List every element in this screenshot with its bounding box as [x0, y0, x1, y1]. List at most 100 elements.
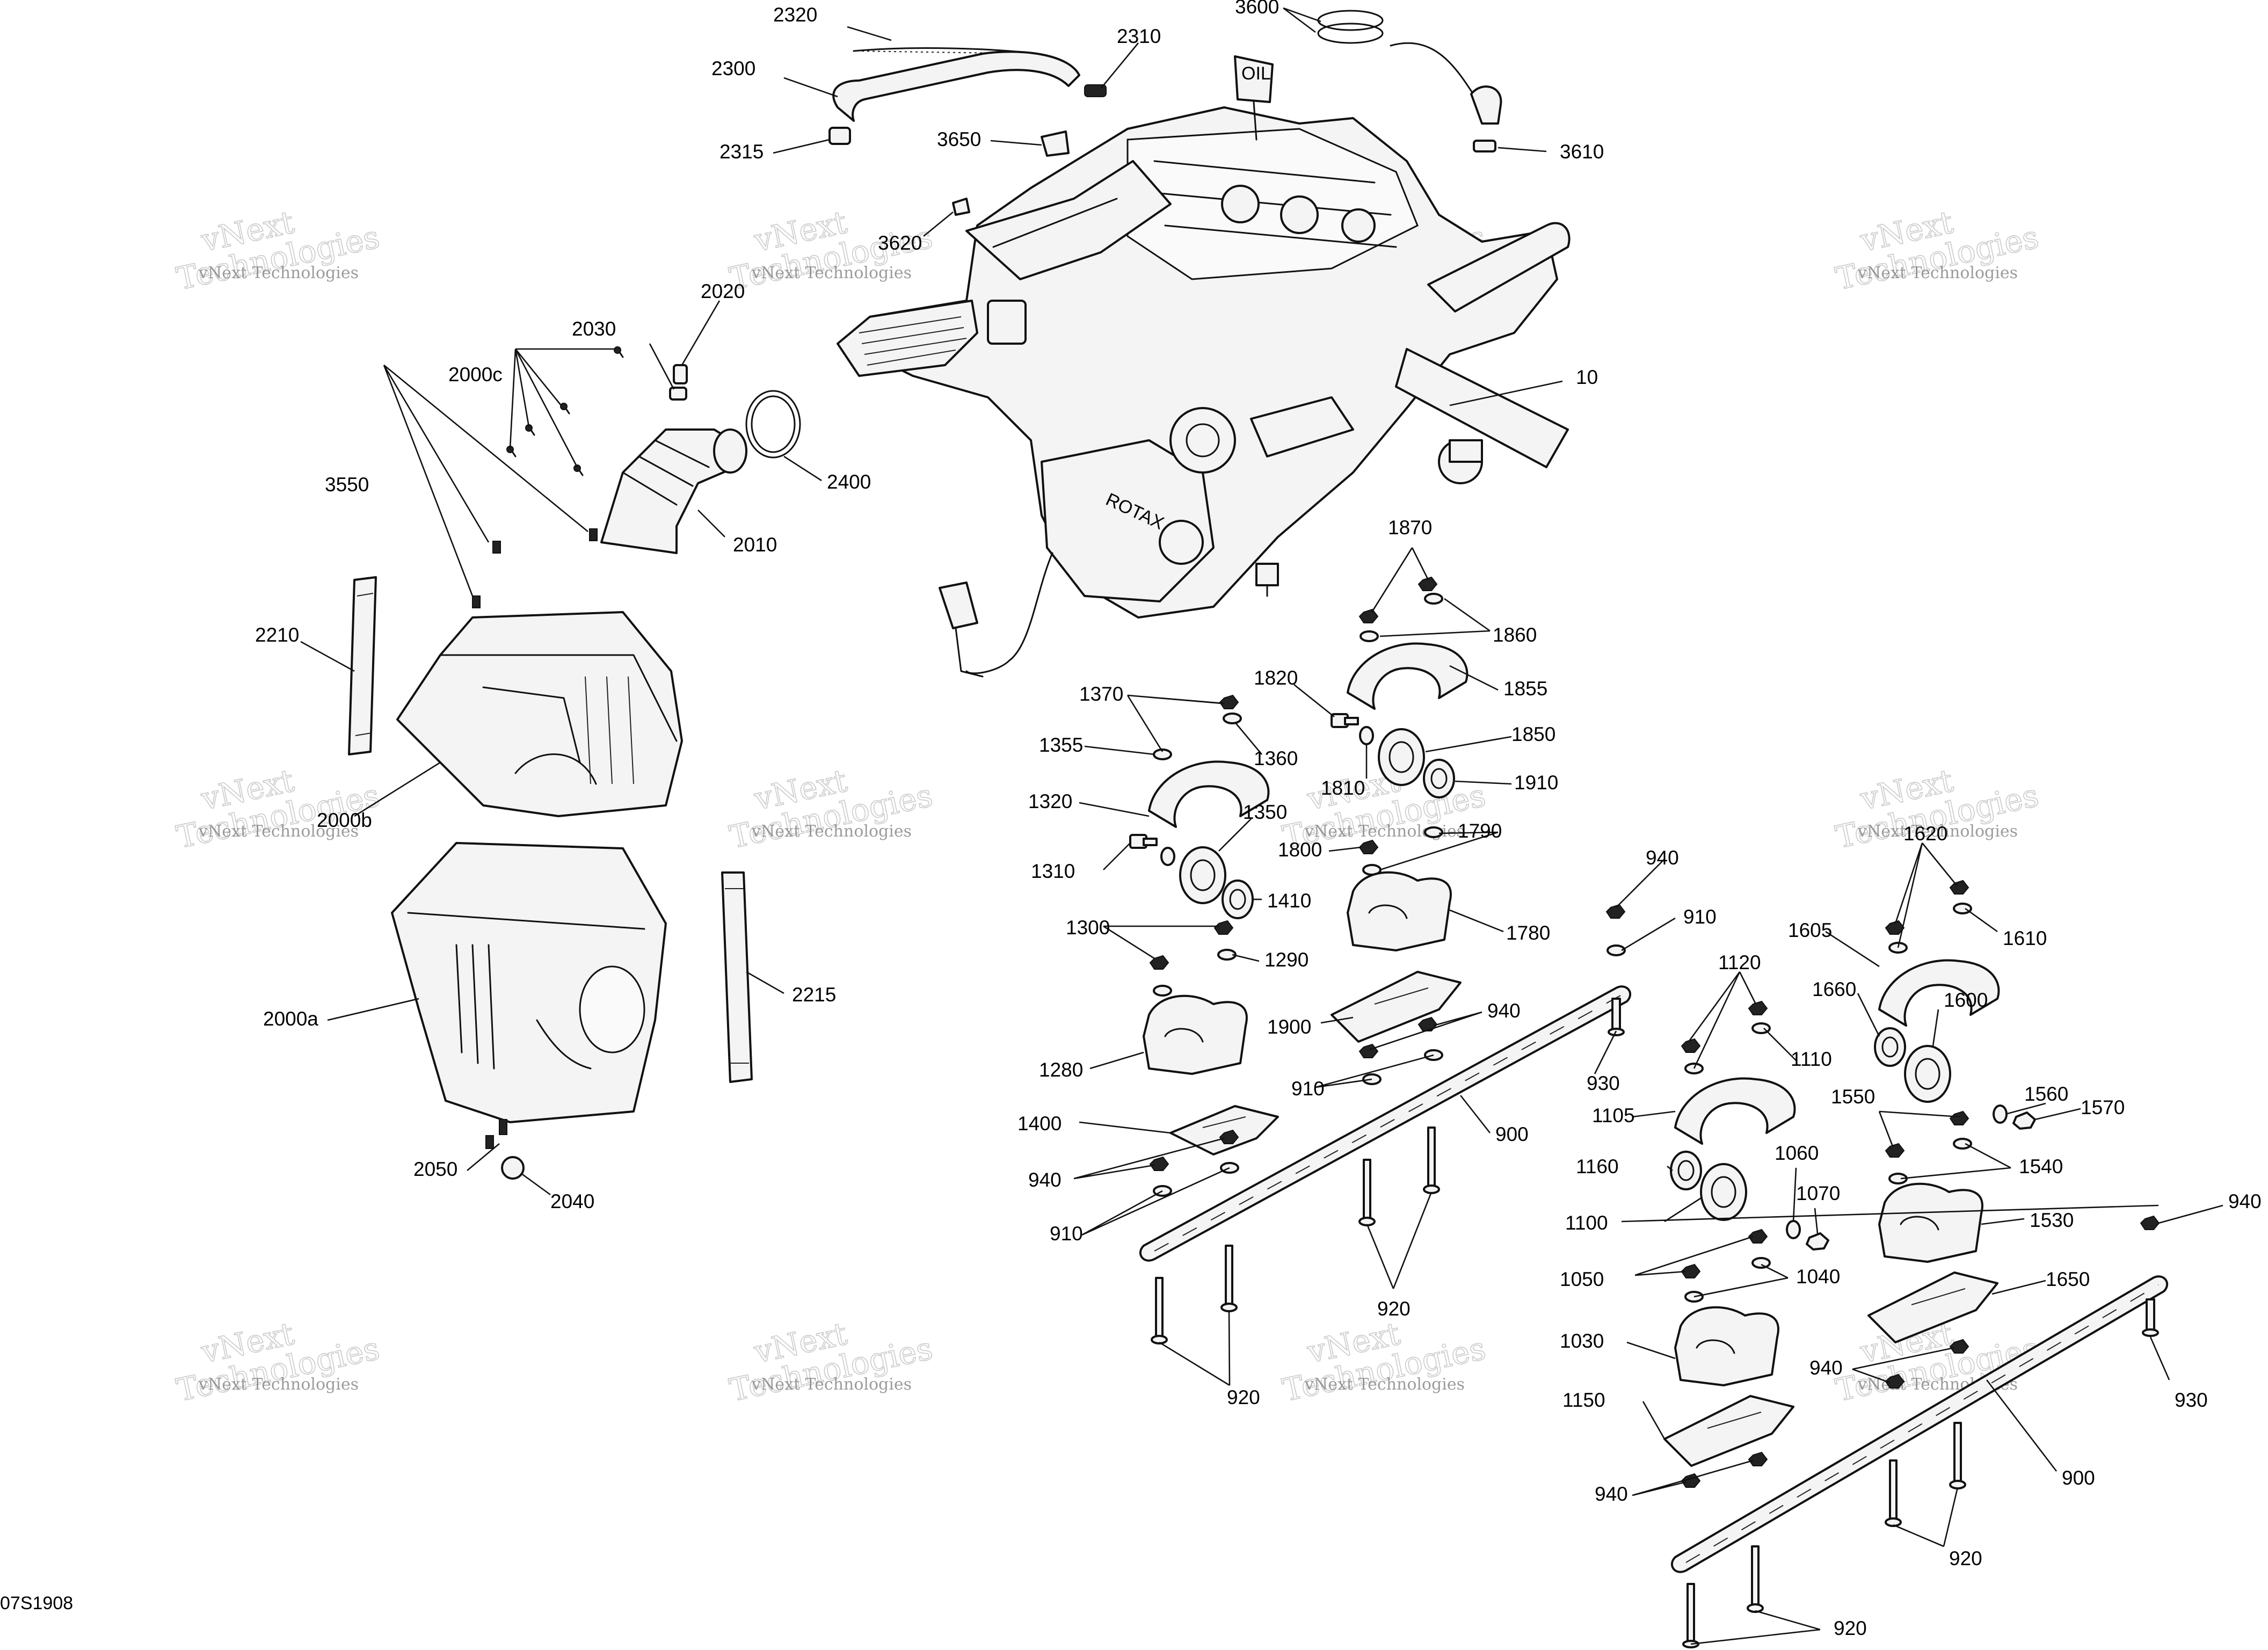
label-1040: 1040: [1796, 1266, 1840, 1288]
sensor-3610: [1470, 85, 1502, 152]
label-1110: 1110: [1791, 1048, 1832, 1070]
label-1570: 1570: [2081, 1096, 2125, 1118]
mount-1030: [1674, 1306, 1779, 1386]
label-940f: 940: [2228, 1190, 2262, 1212]
screws-3550: [472, 528, 598, 608]
strap-2215: [721, 871, 753, 1083]
watermark: vNext Technologies vNext Technologies: [1832, 762, 2042, 856]
ecu-module: [837, 300, 1027, 377]
clamp-2400: [745, 390, 801, 459]
mount-1780: [1347, 871, 1452, 951]
label-940e: 940: [1809, 1357, 1843, 1379]
nut-940-top: [1605, 904, 1626, 919]
svg-text:vNext Technologies: vNext Technologies: [751, 822, 912, 841]
label-900a: 900: [1495, 1123, 1529, 1145]
watermark: vNext Technologies vNext Technologies: [726, 762, 936, 856]
label-2315: 2315: [719, 141, 764, 163]
label-1660: 1660: [1812, 978, 1856, 1000]
hose-2300: [832, 50, 1080, 122]
label-940g: 940: [1595, 1483, 1628, 1505]
gasket-2030: [669, 387, 687, 401]
leader-lines: [300, 7, 2223, 1645]
svg-text:vNext Technologies: vNext Technologies: [198, 264, 359, 282]
nut-1550: [1885, 1110, 1969, 1158]
washer-1350-small: [1160, 847, 1175, 866]
label-1860: 1860: [1493, 624, 1537, 646]
washers-1290: [1153, 949, 1237, 997]
label-1410: 1410: [1267, 890, 1311, 912]
clip-3620: [952, 198, 970, 216]
label-2000c: 2000c: [448, 364, 503, 386]
label-940a: 940: [1028, 1169, 1062, 1191]
bracket-1320: [1148, 760, 1270, 828]
label-1300: 1300: [1066, 917, 1110, 939]
watermark: vNext Technologies vNext Technologies: [1832, 203, 2042, 297]
svg-text:vNext Technologies: vNext Technologies: [198, 1375, 359, 1394]
rail-900-right: [1671, 1275, 2168, 1573]
nuts-1870: [1358, 576, 1438, 623]
label-1355: 1355: [1039, 734, 1083, 756]
washers-910-left: [1153, 1162, 1239, 1197]
bolt-930-left: [1608, 998, 1625, 1036]
washers-1040: [1684, 1257, 1771, 1303]
nut-1800: [1358, 839, 1379, 854]
watermark: vNext Technologies vNext Technologies: [726, 1315, 936, 1409]
label-2050: 2050: [413, 1158, 457, 1180]
label-1310: 1310: [1031, 860, 1075, 882]
label-1550: 1550: [1831, 1086, 1875, 1108]
bolts-920-left: [1151, 1126, 1440, 1344]
mount-1530: [1878, 1182, 1983, 1263]
bearing-1100: [1700, 1163, 1747, 1221]
svg-text:vNext Technologies: vNext Technologies: [198, 822, 359, 841]
label-920d: 920: [1834, 1617, 1867, 1639]
nuts-1120: [1681, 1000, 1768, 1053]
washer-1360: [1223, 713, 1242, 724]
reference-code: 07S1908: [0, 1593, 73, 1613]
bearing-1600: [1904, 1045, 1951, 1103]
label-900b: 900: [2062, 1467, 2095, 1489]
label-2000a: 2000a: [263, 1008, 318, 1030]
label-2020: 2020: [701, 280, 745, 302]
label-1610: 1610: [2003, 927, 2047, 949]
bearing-1350: [1179, 846, 1226, 904]
drain-2050: [485, 1119, 507, 1149]
clamp-2315: [828, 127, 851, 145]
label-1900: 1900: [1267, 1016, 1311, 1038]
label-1870: 1870: [1388, 517, 1432, 539]
label-940c: 940: [1487, 1000, 1521, 1022]
washer-1060: [1786, 1220, 1801, 1239]
washer-1810: [1359, 726, 1374, 745]
label-2320: 2320: [773, 4, 817, 26]
rail-900-left: [1139, 985, 1631, 1262]
label-1400: 1400: [1017, 1113, 1062, 1135]
label-2215: 2215: [792, 984, 836, 1006]
bearing-1850: [1378, 728, 1425, 786]
label-910a: 910: [1050, 1223, 1083, 1245]
clip-3650: [1041, 130, 1070, 157]
label-1070: 1070: [1796, 1182, 1840, 1204]
airbox-cover-2000b: [396, 611, 683, 817]
label-920a: 920: [1227, 1386, 1260, 1408]
label-1540: 1540: [2019, 1155, 2063, 1177]
pad-1650: [1867, 1271, 1998, 1343]
label-3650: 3650: [937, 128, 981, 150]
label-3550: 3550: [325, 474, 369, 496]
bushing-1410: [1222, 879, 1254, 919]
label-2030: 2030: [572, 318, 616, 340]
watermark: vNext Technologies vNext Technologies: [173, 1315, 383, 1409]
label-3620: 3620: [878, 232, 922, 254]
label-1105: 1105: [1592, 1104, 1635, 1126]
part-labels: 2320 2310 2300 2315 3600 3610 3650 3620 …: [255, 0, 2262, 1639]
nut-1370: [1219, 694, 1239, 709]
label-1360: 1360: [1254, 747, 1298, 769]
label-1160: 1160: [1576, 1155, 1619, 1177]
label-2310: 2310: [1117, 25, 1161, 47]
bolt-1070: [1806, 1232, 1829, 1251]
bolt-1310: [1129, 834, 1158, 849]
label-1100: 1100: [1565, 1212, 1608, 1234]
label-1780: 1780: [1506, 922, 1550, 944]
label-1350: 1350: [1243, 801, 1287, 823]
label-10: 10: [1576, 366, 1598, 388]
sensor-wire-3600: [1317, 10, 1483, 108]
label-3610: 3610: [1560, 141, 1604, 163]
